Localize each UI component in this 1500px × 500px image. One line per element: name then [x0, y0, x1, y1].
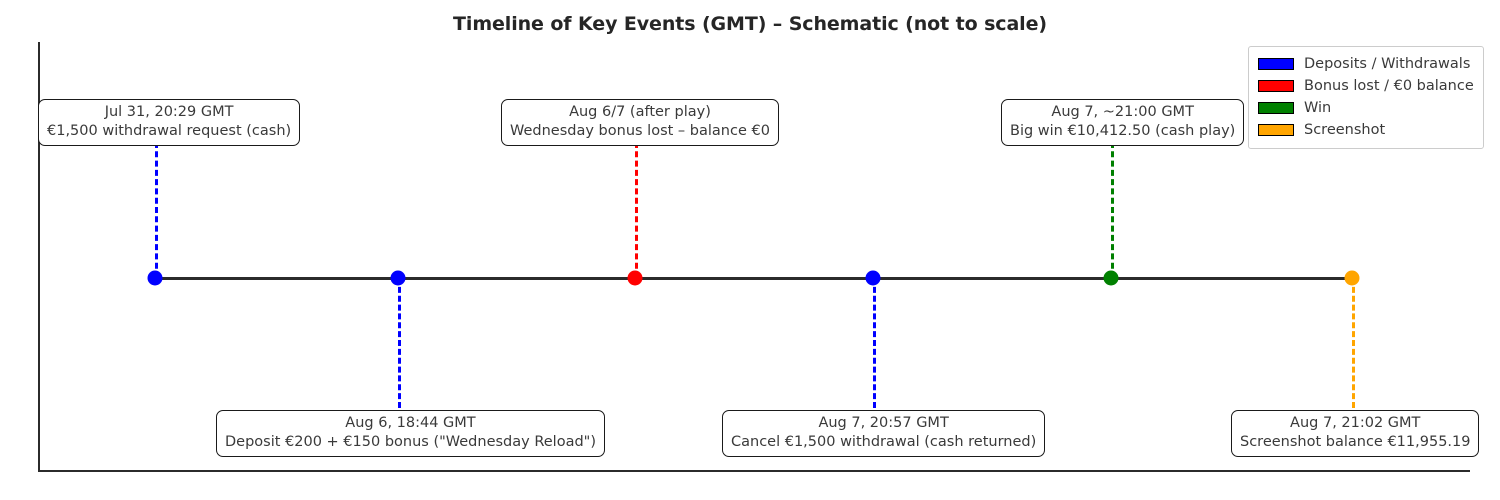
legend-swatch-icon: [1258, 58, 1294, 70]
event-label-cancel-withdrawal: Aug 7, 20:57 GMT Cancel €1,500 withdrawa…: [722, 410, 1046, 457]
event-label-withdrawal-request: Jul 31, 20:29 GMT €1,500 withdrawal requ…: [38, 99, 301, 146]
legend-item-label: Screenshot: [1304, 122, 1386, 138]
event-description: Big win €10,412.50 (cash play): [1010, 123, 1236, 139]
event-marker-big-win[interactable]: [1103, 270, 1119, 286]
axis-spine-bottom: [38, 470, 1470, 472]
chart-legend: Deposits / Withdrawals Bonus lost / €0 b…: [1248, 46, 1484, 149]
event-description: Wednesday bonus lost – balance €0: [510, 123, 770, 139]
legend-item-label: Win: [1304, 100, 1332, 116]
event-description: Cancel €1,500 withdrawal (cash returned): [731, 434, 1037, 450]
connector-big-win: [1111, 142, 1114, 278]
page-title: Timeline of Key Events (GMT) – Schematic…: [453, 13, 1047, 35]
connector-deposit-bonus: [398, 278, 401, 408]
legend-item-label: Bonus lost / €0 balance: [1304, 78, 1474, 94]
event-marker-screenshot-balance[interactable]: [1344, 270, 1360, 286]
event-marker-withdrawal-request[interactable]: [147, 270, 163, 286]
timeline-axis-line: [155, 277, 1352, 280]
event-label-deposit-bonus: Aug 6, 18:44 GMT Deposit €200 + €150 bon…: [216, 410, 605, 457]
event-label-big-win: Aug 7, ~21:00 GMT Big win €10,412.50 (ca…: [1001, 99, 1245, 146]
event-label-bonus-lost: Aug 6/7 (after play) Wednesday bonus los…: [501, 99, 779, 146]
event-description: Screenshot balance €11,955.19: [1240, 434, 1471, 450]
legend-item-win[interactable]: Win: [1258, 97, 1474, 119]
event-description: Deposit €200 + €150 bonus ("Wednesday Re…: [225, 434, 596, 450]
connector-cancel-withdrawal: [873, 278, 876, 408]
legend-item-bonus-lost[interactable]: Bonus lost / €0 balance: [1258, 75, 1474, 97]
connector-withdrawal-request: [155, 142, 158, 278]
event-label-screenshot-balance: Aug 7, 21:02 GMT Screenshot balance €11,…: [1231, 410, 1480, 457]
event-date: Aug 7, 20:57 GMT: [818, 415, 949, 431]
axis-spine-left: [38, 42, 40, 472]
event-marker-bonus-lost[interactable]: [627, 270, 643, 286]
legend-item-deposits[interactable]: Deposits / Withdrawals: [1258, 53, 1474, 75]
event-description: €1,500 withdrawal request (cash): [47, 123, 292, 139]
event-date: Aug 6/7 (after play): [569, 104, 711, 120]
legend-item-label: Deposits / Withdrawals: [1304, 56, 1471, 72]
legend-swatch-icon: [1258, 124, 1294, 136]
event-date: Aug 7, 21:02 GMT: [1290, 415, 1421, 431]
legend-swatch-icon: [1258, 80, 1294, 92]
event-date: Aug 6, 18:44 GMT: [345, 415, 476, 431]
legend-swatch-icon: [1258, 102, 1294, 114]
event-date: Jul 31, 20:29 GMT: [104, 104, 234, 120]
legend-item-screenshot[interactable]: Screenshot: [1258, 119, 1474, 141]
event-date: Aug 7, ~21:00 GMT: [1051, 104, 1194, 120]
connector-bonus-lost: [635, 142, 638, 278]
event-marker-deposit-bonus[interactable]: [390, 270, 406, 286]
connector-screenshot-balance: [1352, 278, 1355, 408]
event-marker-cancel-withdrawal[interactable]: [865, 270, 881, 286]
